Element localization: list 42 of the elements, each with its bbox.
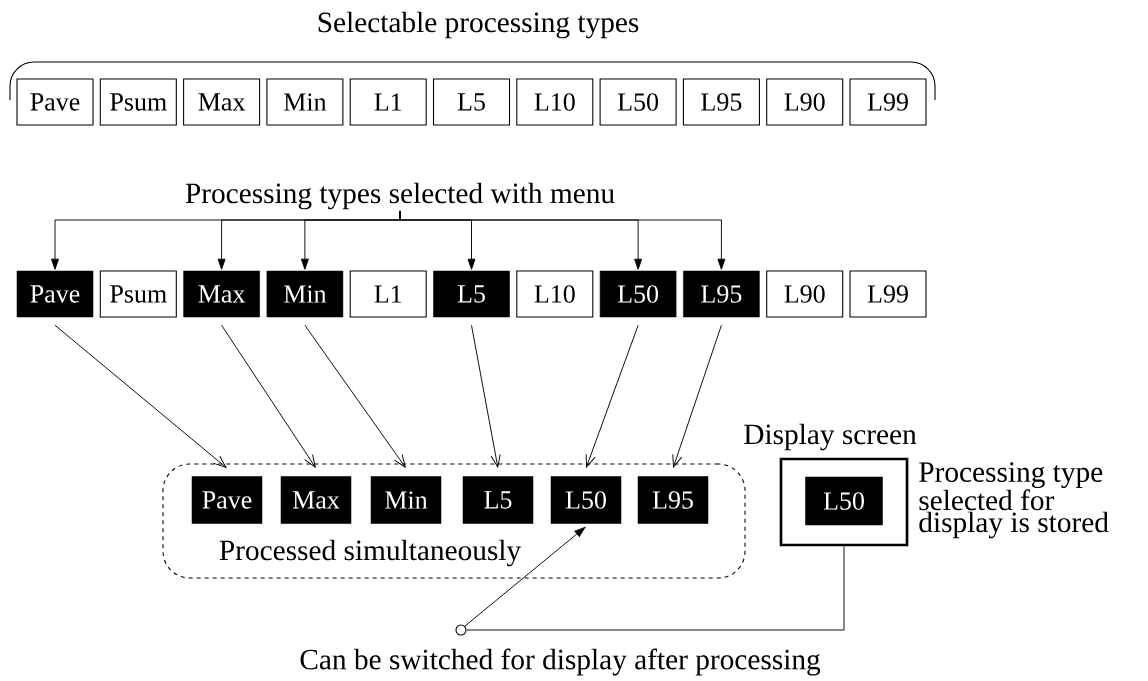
arrow [471,324,501,468]
type-box: L99 [849,270,927,318]
caption: Can be switched for display after processing [300,648,821,676]
type-box: Psum [99,270,177,318]
type-box: L95 [682,78,760,126]
type-box: Pave [16,78,94,126]
selected-type-box: L5 [433,270,510,318]
type-box: L10 [516,78,594,126]
selected-type-box: L5 [462,476,534,524]
arrow [672,324,722,468]
type-box: L1 [349,270,427,318]
type-box: L10 [516,270,594,318]
type-box: L5 [432,78,511,126]
arrow [585,324,639,468]
arrow [304,324,406,468]
node-label: Display screen [744,423,917,451]
type-box: L1 [349,78,427,126]
menu-label: Processing types selected with menu [185,182,615,210]
selected-type-box: Min [370,476,442,524]
arrow [464,526,586,627]
selected-type-box: L95 [683,270,760,318]
selected-type-box: Max [280,476,352,524]
arrow [54,324,227,468]
type-box: L90 [766,78,844,126]
selected-type-box: Pave [191,476,263,524]
selected-type-box: Max [183,270,260,318]
type-box: Max [183,78,261,126]
type-box: L90 [766,270,844,318]
type-box: Psum [99,78,177,126]
selected-type-box: L50 [550,476,622,524]
type-box: L99 [849,78,927,126]
node-label: Processing type selected for display is stored [919,462,1109,539]
selected-type-box: L50 [805,476,883,526]
type-box: Min [266,78,344,126]
selected-type-box: Pave [16,270,94,318]
selected-type-box: L95 [637,476,709,524]
selected-type-box: L50 [599,270,677,318]
arrow [221,324,316,468]
type-box: L50 [599,78,677,126]
arrow [399,210,726,270]
caption: Selectable processing types [318,11,639,39]
selected-type-box: Min [266,270,344,318]
